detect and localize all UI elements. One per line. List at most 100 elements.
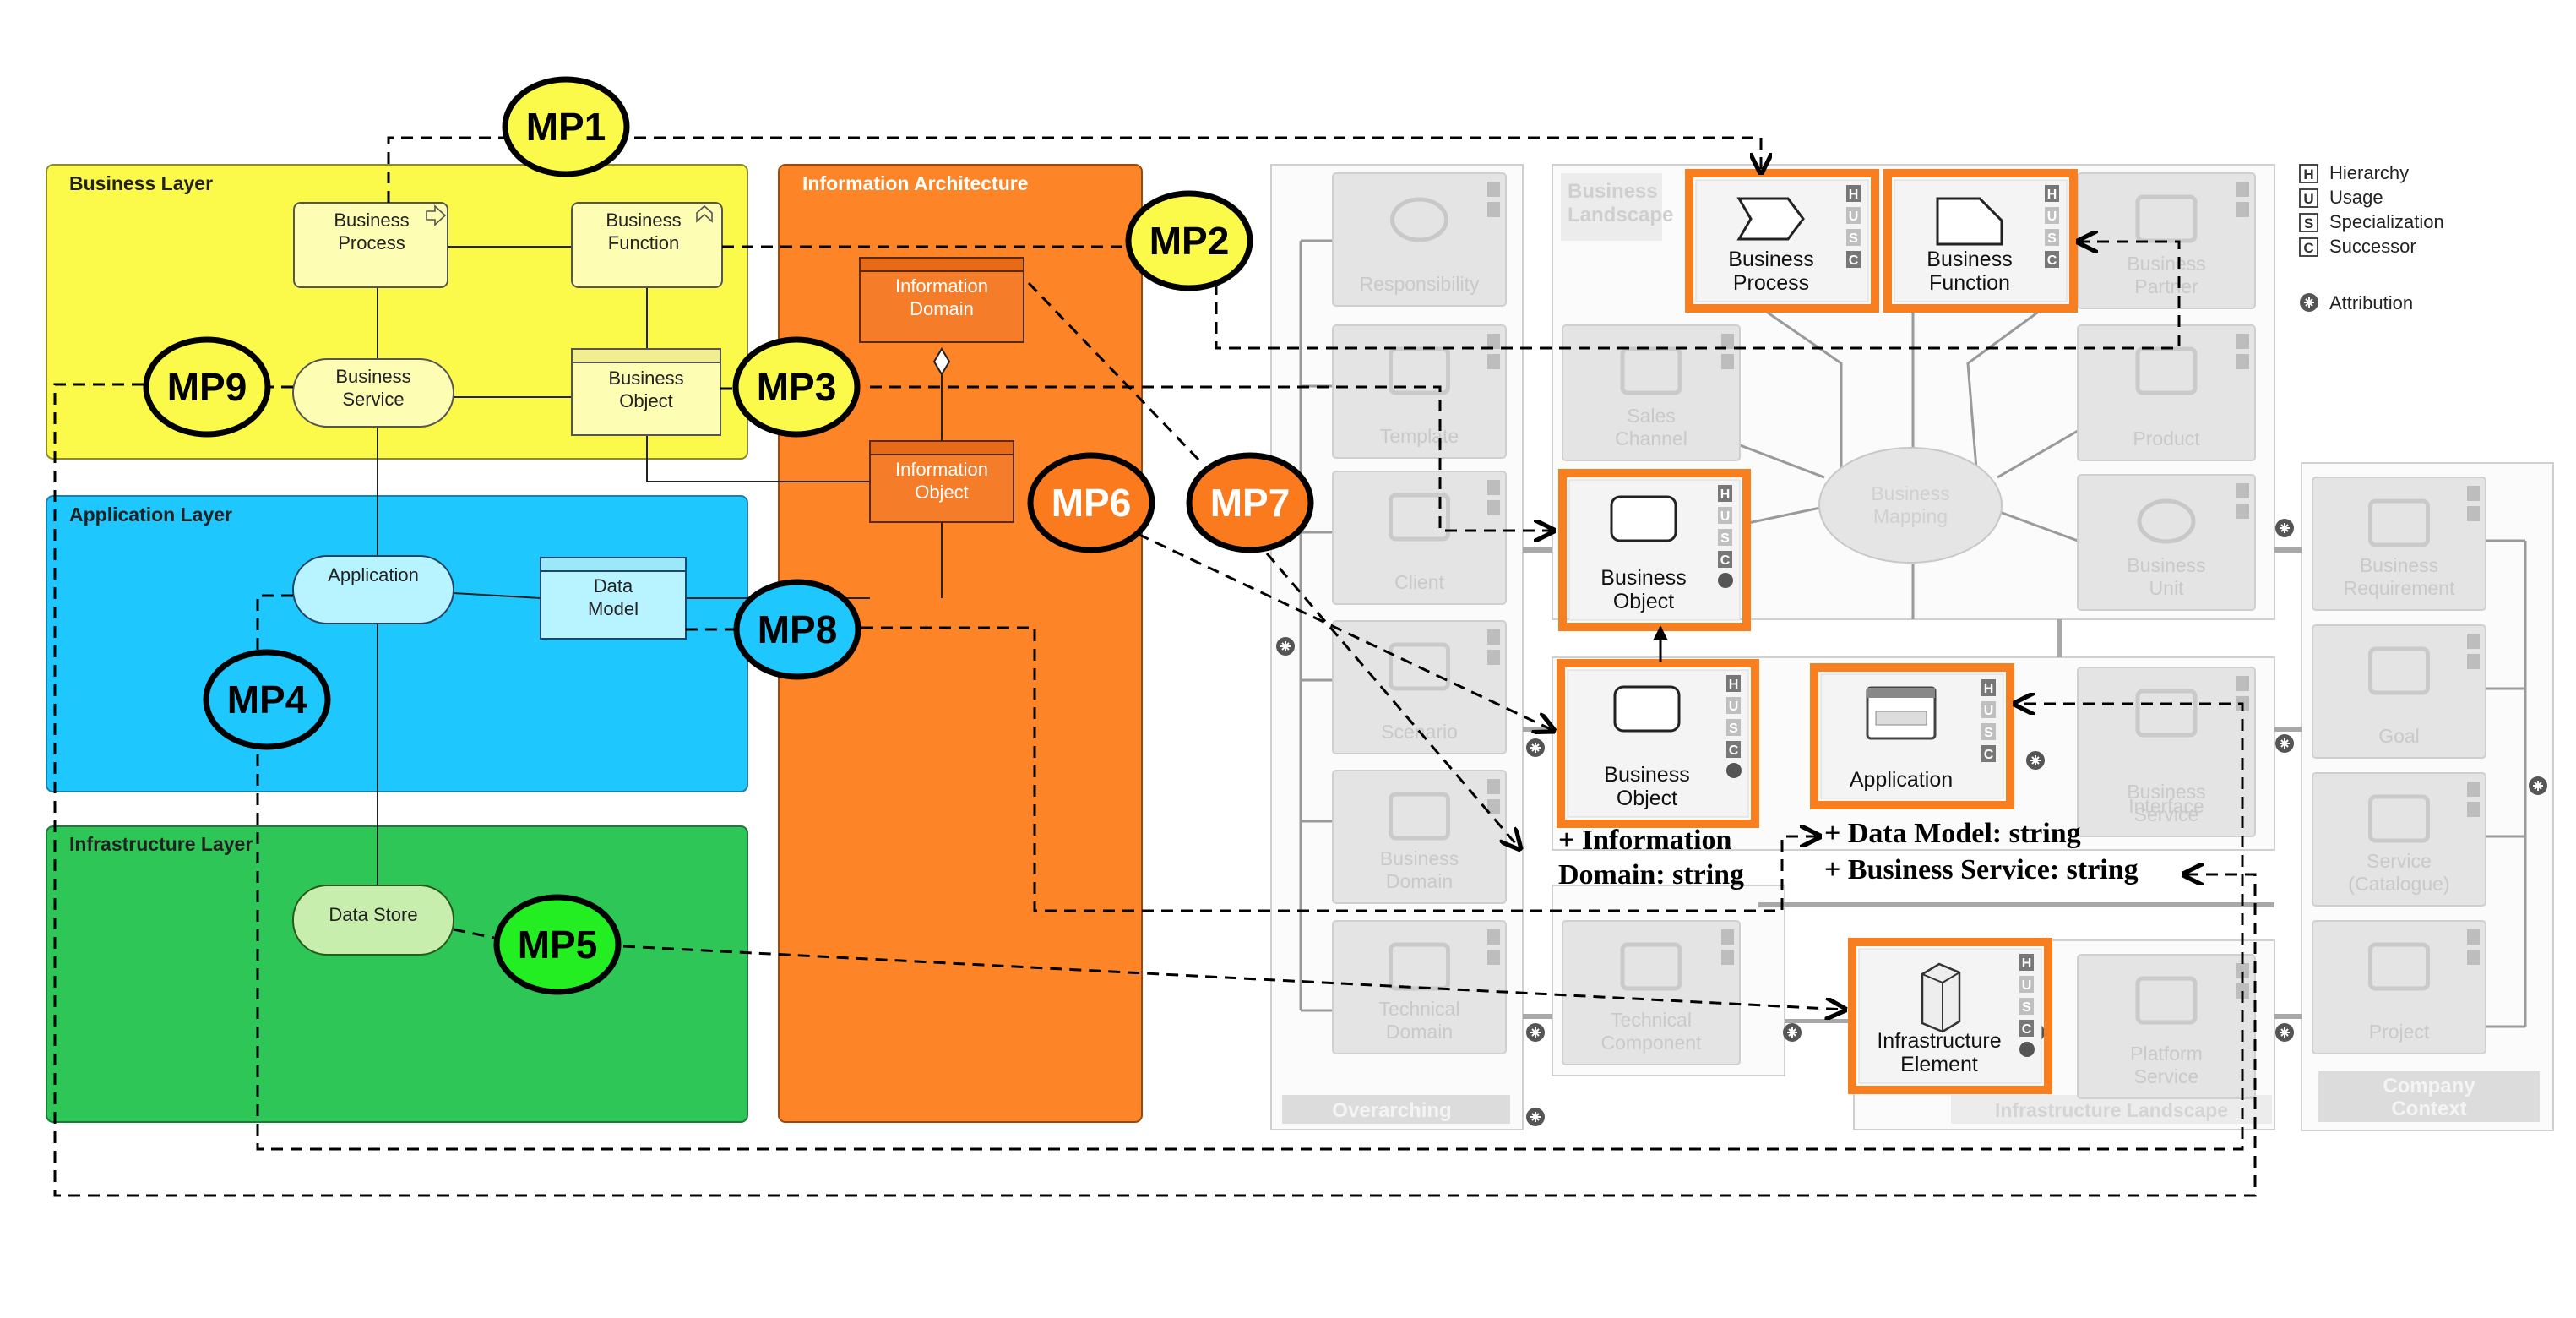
legend-key-c xyxy=(2299,237,2318,257)
company-context-item-1-label-1: Business xyxy=(2360,554,2438,576)
mp4-label: MP4 xyxy=(227,678,307,722)
attr-data-model: + Data Model: string xyxy=(1824,818,2081,849)
highlighted-application-badge-c-letter: C xyxy=(1984,748,1994,762)
overarching-item-2: Template xyxy=(1332,324,1507,459)
application-element[interactable]: Application xyxy=(292,555,454,624)
data-model-label-2: Model xyxy=(588,598,639,619)
business-function-element[interactable]: Business Function xyxy=(571,202,723,288)
business-process-element[interactable]: Business Process xyxy=(293,202,448,288)
infrastructure-layer: Infrastructure Layer xyxy=(46,825,748,1123)
legend-letter-h: H xyxy=(2303,166,2313,182)
mp2-badge: MP2 xyxy=(1125,190,1253,291)
app-business-service-faded-label-1: Business xyxy=(2127,781,2205,803)
business-process-label-2: Process xyxy=(338,232,405,253)
company-context-item-2-label-1: Goal xyxy=(2378,725,2420,747)
sales-channel-faded-label-1: Sales xyxy=(1627,405,1676,427)
mp9-label: MP9 xyxy=(167,365,247,409)
highlighted-application-badge-u xyxy=(1981,701,1996,718)
legend-label-u: Usage xyxy=(2329,187,2383,208)
mp8-badge: MP8 xyxy=(733,579,861,680)
highlighted-infrastructure-element-badge-c-letter: C xyxy=(2022,1022,2032,1037)
highlighted-business-function-label-1: Business xyxy=(1927,248,2012,271)
overarching-item-5-label-1: Business xyxy=(1380,847,1459,869)
highlighted-business-object-landscape-icon xyxy=(1610,495,1677,542)
overarching-item-6-label-2: Domain xyxy=(1386,1021,1453,1043)
highlighted-business-function-badge-h xyxy=(2045,185,2059,202)
business-service-label-2: Service xyxy=(342,389,404,410)
overarching-item-2-label-1: Template xyxy=(1380,425,1459,447)
highlighted-application-badge-u-letter: U xyxy=(1984,704,1994,718)
highlighted-infrastructure-element-badge-s xyxy=(2019,998,2034,1015)
attribute-texts: + Information Domain: string + Data Mode… xyxy=(1558,818,2139,890)
company-context-title-1: Company xyxy=(2383,1075,2475,1097)
highlighted-business-object-app-badge-s-letter: S xyxy=(1729,722,1738,736)
overarching-item-3: Client xyxy=(1332,471,1507,605)
infrastructure-layer-title: Infrastructure Layer xyxy=(69,833,253,855)
data-store-element[interactable]: Data Store xyxy=(292,885,454,956)
technical-component-faded-label-2: Component xyxy=(1601,1032,1703,1054)
company-context-item-4-label-1: Project xyxy=(2369,1021,2430,1043)
information-architecture-title: Information Architecture xyxy=(802,172,1029,194)
business-service-element[interactable]: Business Service xyxy=(292,358,454,428)
highlighted-business-process-badge-u xyxy=(1846,207,1861,224)
highlighted-business-function-badge-c xyxy=(2045,251,2059,268)
highlighted-business-object-app-badge-u-letter: U xyxy=(1729,700,1739,714)
mp7-badge: MP7 xyxy=(1186,452,1314,553)
attr-information-domain-2: Domain: string xyxy=(1558,859,1744,890)
business-object-label-1: Business xyxy=(608,368,683,389)
data-model-element[interactable]: Data Model xyxy=(540,557,687,640)
highlighted-business-object-landscape-label-1: Business xyxy=(1600,566,1686,590)
information-object-element[interactable]: Information Object xyxy=(869,440,1014,523)
information-domain-label-1: Information xyxy=(895,275,988,297)
mp8-label: MP8 xyxy=(758,607,838,651)
highlighted-business-object-app-badge-s xyxy=(1726,719,1741,736)
information-domain-element[interactable]: Information Domain xyxy=(859,257,1024,343)
legend-key-u xyxy=(2299,188,2318,208)
attr-business-service: + Business Service: string xyxy=(1824,854,2139,885)
highlighted-business-process-badge-u-letter: U xyxy=(1849,210,1859,224)
legend-label-h: Hierarchy xyxy=(2329,162,2409,183)
highlighted-business-function-badge-u xyxy=(2045,207,2059,224)
information-domain-label-2: Domain xyxy=(910,298,974,319)
highlighted-application-badge-s xyxy=(1981,723,1996,740)
highlighted-business-object-app-badge-c-letter: C xyxy=(1729,743,1739,758)
highlighted-business-function-badge-u-letter: U xyxy=(2047,210,2057,224)
mp5-badge: MP5 xyxy=(493,894,622,995)
highlighted-business-function-badge-s-letter: S xyxy=(2047,231,2057,246)
highlighted-business-process-badge-h xyxy=(1846,185,1861,202)
business-unit-faded-label-1: Business xyxy=(2127,554,2205,576)
business-function-label-2: Function xyxy=(608,232,679,253)
highlighted-business-process-badge-c-letter: C xyxy=(1849,253,1859,268)
information-object-label-1: Information xyxy=(895,459,988,480)
highlighted-infrastructure-element-badge-u xyxy=(2019,976,2034,993)
sales-channel-faded-label-2: Channel xyxy=(1615,428,1687,449)
highlighted-infrastructure-element-label-2: Element xyxy=(1900,1053,1978,1076)
business-landscape-title-1: Business xyxy=(1568,180,1658,203)
mp8-line-right xyxy=(861,626,1820,912)
overarching-item-4: Scenario xyxy=(1332,620,1507,754)
application-layer-title: Application Layer xyxy=(69,504,232,526)
mp7-line xyxy=(1027,281,1201,462)
business-object-element[interactable]: Business Object xyxy=(571,348,721,436)
app-interface-faded-label: Interface xyxy=(2128,795,2204,817)
mp4-line xyxy=(256,594,2244,1151)
attr-information-domain-1: + Information xyxy=(1558,825,1732,856)
mp4-badge: MP4 xyxy=(203,649,331,750)
mp7-label: MP7 xyxy=(1210,481,1291,525)
aggregation-diamond xyxy=(932,347,951,376)
highlighted-infrastructure-element-badge-u-letter: U xyxy=(2022,978,2032,993)
highlighted-business-process-label-1: Business xyxy=(1728,248,1813,271)
data-store-label: Data Store xyxy=(329,904,417,925)
